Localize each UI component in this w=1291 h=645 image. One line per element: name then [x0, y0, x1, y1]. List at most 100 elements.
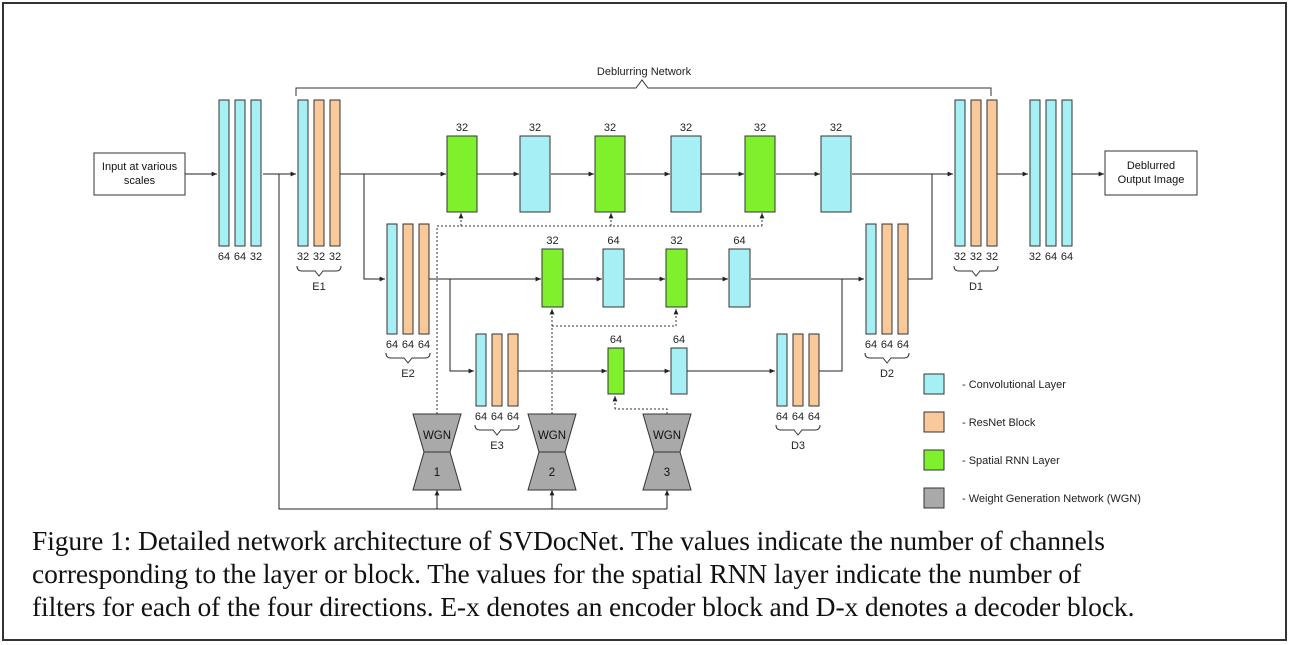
- e3-bar-3: [507, 333, 519, 407]
- legend-label: - Weight Generation Network (WGN): [962, 493, 1141, 505]
- d3-brace: [775, 424, 821, 436]
- row1-layer-4: [670, 135, 702, 213]
- post-stack-bar-2: [1045, 99, 1057, 247]
- legend-swatch: [923, 411, 945, 433]
- legend-swatch: [923, 487, 945, 509]
- e1-bar-2: [313, 99, 325, 247]
- row1-layer-2: [519, 135, 551, 213]
- post-stack-bar-1: [1029, 99, 1041, 247]
- row3-layer-1: [607, 347, 625, 395]
- row2-label-3: 32: [670, 235, 682, 247]
- d1-label-2: 32: [970, 251, 982, 263]
- e3-name: E3: [490, 440, 503, 452]
- e2-label-1: 64: [386, 339, 398, 351]
- output-box-line-2: Output Image: [1118, 174, 1185, 186]
- e3-label-2: 64: [491, 411, 503, 423]
- input-box: Input at various scales: [93, 152, 186, 196]
- e2-brace: [385, 352, 431, 364]
- e3-brace: [474, 424, 520, 436]
- post-stack-bar-3: [1061, 99, 1073, 247]
- e3-label-1: 64: [475, 411, 487, 423]
- row2-layer-1: [541, 248, 564, 308]
- d3-bar-1: [776, 333, 788, 407]
- d3-label-2: 64: [792, 411, 804, 423]
- legend-label: - Spatial RNN Layer: [962, 455, 1060, 467]
- row1-label-5: 32: [754, 122, 766, 134]
- legend-swatch: [923, 449, 945, 471]
- network-title: Deblurring Network: [597, 66, 692, 78]
- e1-name: E1: [312, 281, 325, 293]
- architecture-diagram: Deblurring Network Input at various scal…: [93, 66, 1198, 510]
- legend-label: - ResNet Block: [962, 417, 1036, 429]
- post-stack-label-2: 64: [1045, 251, 1057, 263]
- row3-layer-2: [670, 347, 688, 395]
- d1-name: D1: [969, 281, 983, 293]
- d2-bar-2: [881, 223, 893, 335]
- d1-bar-3: [986, 99, 998, 247]
- layer-blocks: [218, 99, 1073, 407]
- pre-stack-label-1: 64: [218, 251, 230, 263]
- post-stack-label-3: 64: [1061, 251, 1073, 263]
- weight-lines: [436, 213, 765, 414]
- pre-stack-bar-1: [218, 99, 230, 247]
- d1-label-3: 32: [986, 251, 998, 263]
- row2-label-2: 64: [607, 235, 619, 247]
- d3-bar-3: [808, 333, 820, 407]
- wgn-number: 1: [434, 467, 440, 479]
- pre-stack-bar-2: [234, 99, 246, 247]
- row1-layer-6: [820, 135, 852, 213]
- d2-brace: [864, 352, 910, 364]
- wgn-number: 2: [549, 467, 555, 479]
- d1-label-1: 32: [954, 251, 966, 263]
- wgn-title: WGN: [423, 430, 451, 442]
- row2-layer-2: [602, 248, 625, 308]
- d1-brace: [953, 265, 999, 277]
- e2-label-3: 64: [418, 339, 430, 351]
- row1-label-4: 32: [680, 122, 692, 134]
- d3-name: D3: [791, 440, 805, 452]
- row1-label-2: 32: [529, 122, 541, 134]
- row2-label-1: 32: [546, 235, 558, 247]
- row1-layer-1: [446, 135, 478, 213]
- e2-label-2: 64: [402, 339, 414, 351]
- e3-bar-2: [491, 333, 503, 407]
- row1-label-1: 32: [456, 122, 468, 134]
- d1-bar-1: [954, 99, 966, 247]
- row1-label-6: 32: [830, 122, 842, 134]
- e2-bar-3: [418, 223, 430, 335]
- row3-label-2: 64: [673, 334, 685, 346]
- d2-label-2: 64: [881, 339, 893, 351]
- pre-stack-bar-3: [250, 99, 262, 247]
- d3-label-1: 64: [776, 411, 788, 423]
- legend-item-conv: - Convolutional Layer: [923, 373, 1066, 395]
- legend: - Convolutional Layer - ResNet Block - Spa…: [923, 373, 1141, 509]
- row3-label-1: 64: [610, 334, 622, 346]
- wgn-1: WGN 1: [412, 413, 462, 491]
- legend-label: - Convolutional Layer: [962, 379, 1066, 391]
- row1-label-3: 32: [604, 122, 616, 134]
- e2-bar-1: [386, 223, 398, 335]
- e1-label-3: 32: [329, 251, 341, 263]
- e1-bar-3: [329, 99, 341, 247]
- wgn-title: WGN: [653, 430, 681, 442]
- figure-caption: Figure 1: Detailed network architecture …: [32, 525, 1135, 622]
- e3-bar-1: [475, 333, 487, 407]
- wgn-number: 3: [664, 467, 670, 479]
- connections: [185, 171, 1104, 510]
- e3-label-3: 64: [507, 411, 519, 423]
- d2-label-3: 64: [897, 339, 909, 351]
- network-bracket: [295, 79, 992, 96]
- d1-bar-2: [970, 99, 982, 247]
- layer-labels: 64 64 32 32 64 64 32 32 32 32 32 32 64 64 64 64 64 64 64 64…: [218, 122, 1073, 423]
- e1-brace: [296, 265, 342, 277]
- legend-swatch: [923, 373, 945, 395]
- legend-item-wgn: - Weight Generation Network (WGN): [923, 487, 1141, 509]
- d3-label-3: 64: [808, 411, 820, 423]
- input-box-line-1: Input at various: [102, 161, 178, 173]
- output-box: Deblurred Output Image: [1104, 150, 1198, 196]
- d3-bar-2: [792, 333, 804, 407]
- d2-bar-1: [865, 223, 877, 335]
